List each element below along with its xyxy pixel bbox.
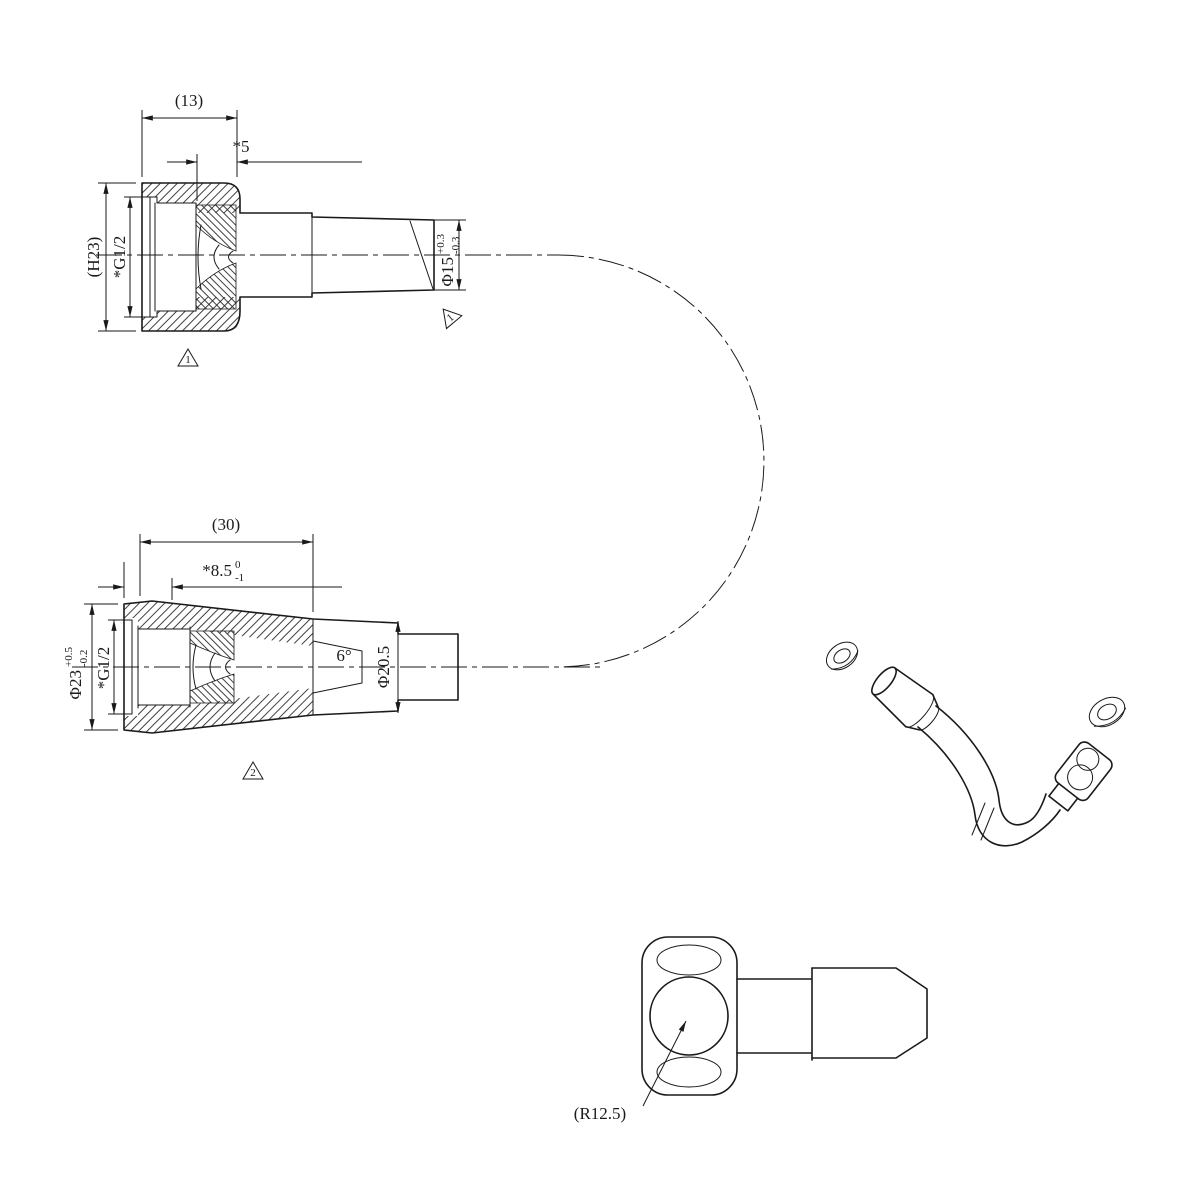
elbow-spout: [811, 967, 928, 1059]
cone-fitting-section-view: (30) *8.5 0 -1 Φ23 +0.5 -0.2 *G1/2: [63, 515, 459, 780]
dim-thread-depth-lower-tol: -1: [235, 572, 244, 584]
dim-thread-size-2-label: *G1/2: [94, 647, 113, 690]
washer-1: [825, 641, 859, 671]
dim-width-label: (13): [175, 91, 203, 110]
elbow-top-port: [656, 944, 722, 976]
dim-thread-size-2: *G1/2: [94, 619, 132, 715]
dim-body-diameter-upper-tol: +0.5: [63, 647, 75, 667]
centerline-arc: [557, 254, 765, 668]
dim-body-diameter-lower-tol: -0.2: [78, 650, 90, 667]
elbow-bottom-port: [656, 1056, 722, 1088]
note-flag-2: 1: [442, 308, 463, 330]
dim-tube-diameter-label: Φ15: [438, 257, 457, 286]
dim-thread-depth-upper-tol: 0: [235, 559, 241, 571]
elbow-stem: [736, 967, 813, 1061]
dim-tube-diameter-upper-tol: +0.3: [435, 234, 447, 254]
dim-body-diameter: Φ23 +0.5 -0.2: [63, 603, 118, 731]
washer-2: [1088, 696, 1127, 728]
bore-taper-lines: [312, 640, 363, 694]
dim-height-label: (H23): [84, 237, 103, 278]
dim-port-radius-label: (R12.5): [574, 1104, 626, 1123]
dim-thread-size: *G1/2: [110, 196, 150, 318]
dim-tube-diameter-lower-tol: -0.3: [450, 236, 462, 254]
hose-assembly-view: [825, 641, 1127, 847]
note-flag-1: 1: [177, 348, 199, 367]
dim-taper-angle-label: 6°: [336, 646, 351, 665]
dim-body-diameter-label: Φ23: [66, 670, 85, 699]
seal-profile: [197, 224, 234, 290]
dim-tube-diameter: Φ15 +0.3 -0.3: [434, 219, 466, 291]
seal-insert-hatch-top-2: [189, 630, 235, 661]
section-hatch-top-wall-2: [124, 601, 313, 646]
hose-body: [917, 705, 1061, 847]
thread-and-cavity-detail: [141, 196, 434, 318]
nut-and-tube-outline: [141, 182, 435, 332]
section-hatch-bottom-wall-2: [124, 688, 313, 733]
dim-insert-depth: *5: [167, 137, 362, 201]
dim-thread-depth-label: *8.5: [202, 561, 232, 580]
dim-thread-depth: *8.5 0 -1: [98, 559, 342, 600]
elbow-side-port: [649, 976, 729, 1056]
hose-nut-pictorial: [1048, 741, 1113, 812]
hose-nut-section-view: (13) *5 (H23) *G1/2: [84, 91, 466, 367]
dim-tip-diameter: Φ20.5: [374, 621, 401, 713]
dim-height: (H23): [84, 182, 136, 332]
seal-insert-hatch-bottom-2: [189, 673, 235, 704]
seal-insert-hatch-top: [195, 204, 237, 252]
dim-body-length: (30): [139, 515, 314, 612]
note-flag-3: 2: [242, 761, 264, 780]
centerline-path: [72, 254, 765, 668]
seal-insert-hatch-bottom: [195, 262, 237, 310]
note-flag-3-number: 2: [250, 767, 256, 779]
dim-tip-diameter-label: Φ20.5: [374, 646, 393, 688]
dim-body-length-label: (30): [212, 515, 240, 534]
cone-fitting-pictorial: [871, 666, 940, 731]
cone-fitting-detail: [131, 618, 399, 716]
note-flag-1-number: 1: [185, 354, 191, 366]
elbow-body: [641, 936, 738, 1096]
elbow-fitting-view: (R12.5): [574, 936, 928, 1123]
hose-ferrule: [971, 802, 995, 841]
dim-thread-size-label: *G1/2: [110, 236, 129, 279]
note-flag-2-number: 1: [445, 312, 457, 325]
seal-profile-2: [192, 644, 231, 690]
dim-insert-depth-label: *5: [233, 137, 250, 156]
dim-port-radius: (R12.5): [574, 1020, 687, 1123]
tube-taper-line: [409, 220, 434, 290]
dim-width: (13): [141, 91, 238, 177]
